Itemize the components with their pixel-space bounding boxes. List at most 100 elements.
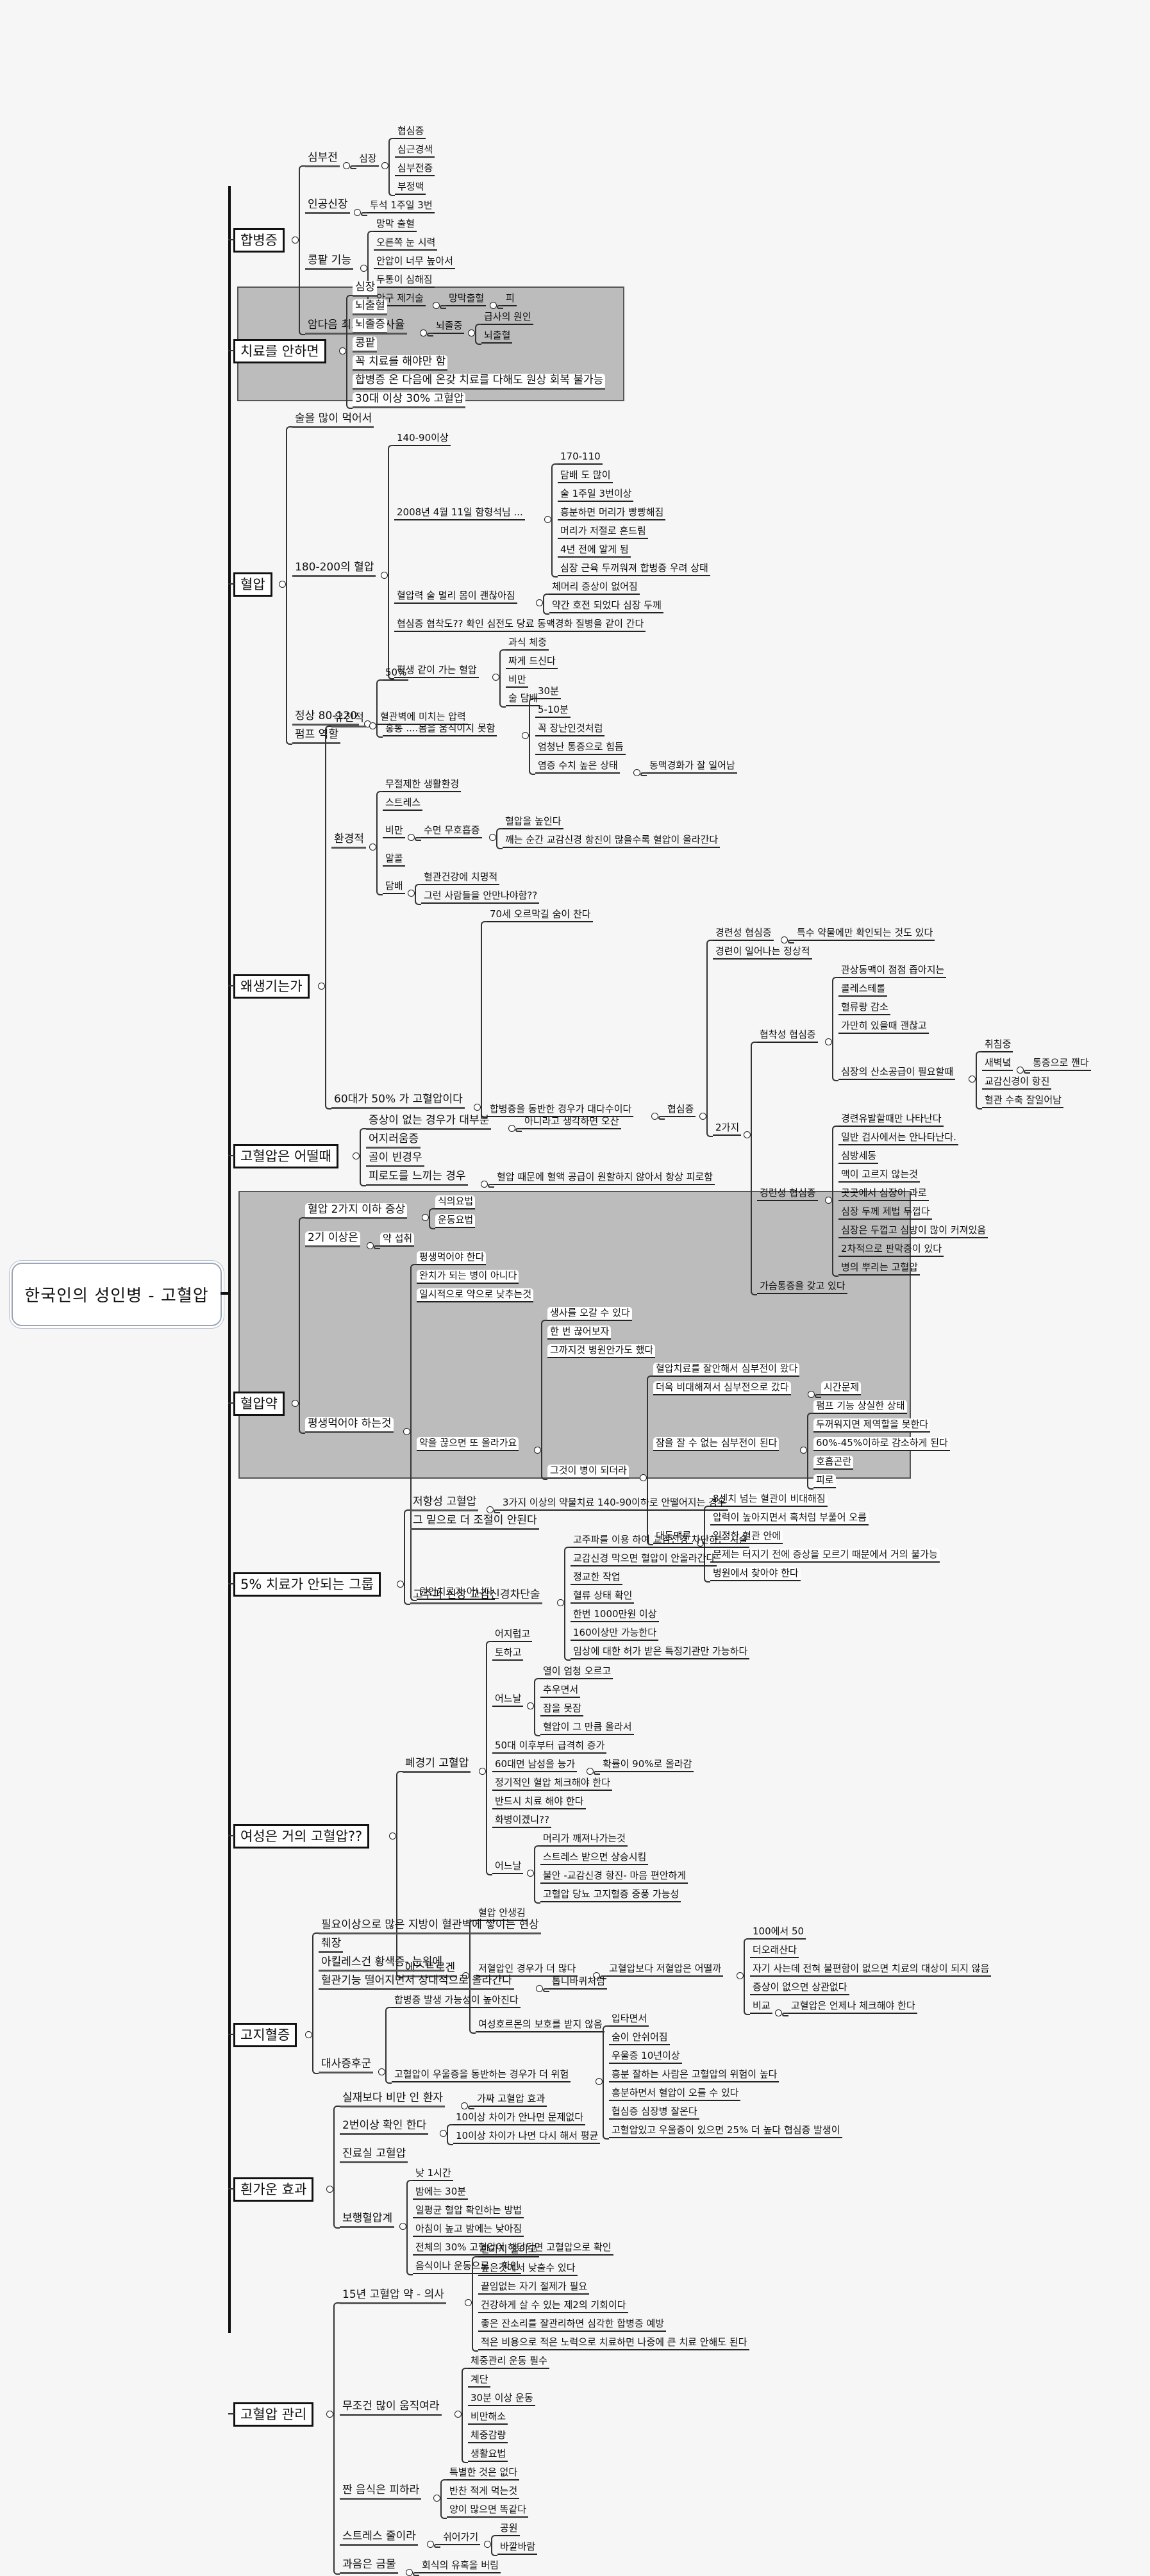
leaf-label[interactable]: 오른쪽 눈 시력	[374, 237, 438, 251]
branch-knot[interactable]	[737, 1972, 744, 1979]
leaf-label[interactable]: 약을 끊으면 또 올라가요	[417, 1436, 519, 1451]
topic-knot[interactable]	[292, 237, 299, 244]
leaf-label[interactable]: 반드시 치료 해야 한다	[492, 1795, 586, 1809]
topic-9[interactable]: 고지혈증	[233, 2023, 297, 2047]
leaf-label[interactable]: 콜레스테롤	[838, 983, 888, 997]
leaf-label[interactable]: 심장의 산소공급이 필요할때	[838, 1066, 956, 1080]
leaf-label[interactable]: 곳곳에서 심장이 과로	[838, 1187, 929, 1201]
leaf-label[interactable]: 홍통 ....몸을 움직이지 못함	[383, 722, 497, 736]
branch-knot[interactable]	[775, 2009, 782, 2016]
leaf-label[interactable]: 화병이겠니??	[492, 1814, 551, 1828]
leaf-label[interactable]: 식의요법	[435, 1195, 476, 1209]
leaf-label[interactable]: 교감신경이 항진	[982, 1076, 1052, 1090]
leaf-label[interactable]: 안구 제거술	[374, 292, 426, 306]
branch-label[interactable]: 뇌졸증	[353, 317, 387, 334]
leaf-label[interactable]: 체중관리 운동 필수	[468, 2355, 549, 2369]
leaf-label[interactable]: 더욱 비대해져서 심부전으로 갔다	[653, 1381, 791, 1395]
leaf-label[interactable]: 시간문제	[821, 1381, 862, 1395]
leaf-label[interactable]: 3가지 이상의 약물치료 140-90이하로 안떨어지는 경우	[500, 1497, 728, 1511]
branch-label[interactable]: 실재보다 비만 인 환자	[340, 2091, 445, 2107]
branch-knot[interactable]	[1017, 1066, 1024, 1074]
branch-label[interactable]: 꼭 치료를 해야만 함	[353, 354, 448, 371]
branch-label[interactable]: 2기 이상은	[305, 1231, 360, 1247]
topic-knot[interactable]	[326, 2411, 333, 2418]
branch-knot[interactable]	[489, 834, 496, 841]
branch-knot[interactable]	[527, 1702, 534, 1709]
leaf-label[interactable]: 더오래산다	[750, 1944, 799, 1958]
branch-label[interactable]: 술을 많이 먹어서	[292, 412, 374, 428]
leaf-label[interactable]: 문제는 터지기 전에 증상을 모르기 때문에서 거의 불가능	[710, 1548, 940, 1563]
branch-label[interactable]: 15년 고혈압 약 - 의사	[340, 2288, 446, 2304]
topic-knot[interactable]	[279, 581, 286, 588]
leaf-label[interactable]: 혈관벽에 미치는 압력	[378, 711, 468, 725]
leaf-label[interactable]: 염증 수치 높은 상태	[535, 760, 620, 774]
leaf-label[interactable]: 경련유발할때만 나타난다	[838, 1113, 944, 1127]
leaf-label[interactable]: 낮 1시간	[413, 2167, 453, 2181]
leaf-label[interactable]: 쉬어가기	[440, 2531, 481, 2545]
branch-knot[interactable]	[408, 834, 415, 841]
topic-knot[interactable]	[292, 1400, 299, 1407]
branch-knot[interactable]	[422, 1214, 429, 1221]
leaf-label[interactable]: 새벽녘	[982, 1057, 1013, 1071]
branch-knot[interactable]	[800, 1446, 807, 1454]
branch-knot[interactable]	[534, 1446, 541, 1454]
leaf-label[interactable]: 잠을 못잠	[540, 1702, 583, 1716]
branch-label[interactable]: 180-200의 혈압	[292, 561, 376, 577]
leaf-label[interactable]: 가짜 고혈압 효과	[474, 2093, 547, 2107]
branch-label[interactable]: 심부전	[305, 151, 340, 167]
topic-7[interactable]: 5% 치료가 안되는 그룹	[233, 1572, 381, 1597]
branch-knot[interactable]	[808, 1390, 815, 1398]
leaf-label[interactable]: 투석 1주일 3번	[367, 199, 435, 213]
topic-3[interactable]: 혈압	[233, 572, 272, 597]
branch-label[interactable]: 30대 이상 30% 고혈압	[353, 392, 466, 408]
leaf-label[interactable]: 망막 출혈	[374, 218, 417, 232]
branch-knot[interactable]	[360, 264, 367, 272]
leaf-label[interactable]: 머리가 깨져나가는것	[540, 1832, 628, 1847]
leaf-label[interactable]: 과식 체중	[506, 636, 549, 651]
leaf-label[interactable]: 혈압력 술 멀리 몸이 괜찮아짐	[394, 590, 517, 604]
branch-label[interactable]: 췌장	[319, 1937, 344, 1953]
branch-knot[interactable]	[468, 329, 475, 337]
leaf-label[interactable]: 혈관건강에 치명적	[421, 871, 500, 885]
leaf-label[interactable]: 공원	[497, 2522, 520, 2536]
branch-knot[interactable]	[487, 1506, 494, 1513]
branch-knot[interactable]	[461, 2102, 468, 2109]
branch-knot[interactable]	[343, 162, 350, 169]
branch-knot[interactable]	[381, 571, 388, 579]
branch-knot[interactable]	[492, 674, 499, 681]
leaf-label[interactable]: 30분	[535, 685, 561, 699]
leaf-label[interactable]: 160이상만 가능한다	[571, 1627, 658, 1641]
leaf-label[interactable]: 적은 비용으로 적은 노력으로 치료하면 나중에 큰 치료 안해도 된다	[478, 2336, 749, 2350]
branch-knot[interactable]	[381, 162, 388, 169]
topic-4[interactable]: 왜생기는가	[233, 974, 310, 999]
leaf-label[interactable]: 2008년 4월 11일 함형석님 ...	[394, 506, 525, 520]
leaf-label[interactable]: 호흡곤란	[813, 1455, 854, 1470]
leaf-label[interactable]: 바깥바람	[497, 2541, 538, 2555]
topic-knot[interactable]	[353, 1152, 360, 1159]
leaf-label[interactable]: 비만해소	[468, 2411, 508, 2425]
leaf-label[interactable]: 비만	[383, 824, 405, 838]
leaf-label[interactable]: 한가지 줄이고	[478, 2243, 539, 2257]
branch-label[interactable]: 진료실 고혈압	[340, 2147, 408, 2163]
leaf-label[interactable]: 압력이 높아지면서 혹처럼 부풀어 오름	[710, 1511, 869, 1525]
branch-label[interactable]: 대사증후군	[319, 2057, 374, 2073]
leaf-label[interactable]: 망막출혈	[446, 292, 487, 306]
branch-knot[interactable]	[408, 890, 415, 897]
branch-label[interactable]: 합병증 온 다음에 온갖 치료를 다해도 원상 회복 불가능	[353, 373, 606, 390]
leaf-label[interactable]: 스트레스	[383, 797, 423, 811]
branch-label[interactable]: 정상 80-120	[292, 710, 359, 726]
leaf-label[interactable]: 5-10분	[535, 704, 571, 718]
leaf-label[interactable]: 30분 이상 운동	[468, 2392, 535, 2406]
leaf-label[interactable]: 대동맥류	[653, 1529, 694, 1544]
leaf-label[interactable]: 반찬 적게 먹는것	[447, 2485, 520, 2499]
leaf-label[interactable]: 4년 전에 알게 됨	[558, 544, 631, 558]
branch-knot[interactable]	[433, 301, 440, 309]
leaf-label[interactable]: 알콜	[383, 852, 405, 867]
leaf-label[interactable]: 관상동맥이 점점 좁아지는	[838, 964, 947, 978]
branch-knot[interactable]	[406, 2568, 413, 2576]
branch-label[interactable]: 인공신장	[305, 198, 350, 214]
leaf-label[interactable]: 한번 1000만원 이상	[571, 1608, 659, 1622]
branch-knot[interactable]	[462, 1972, 469, 1979]
topic-2[interactable]: 치료를 안하면	[233, 338, 326, 363]
leaf-label[interactable]: 약 섭취	[380, 1232, 415, 1247]
